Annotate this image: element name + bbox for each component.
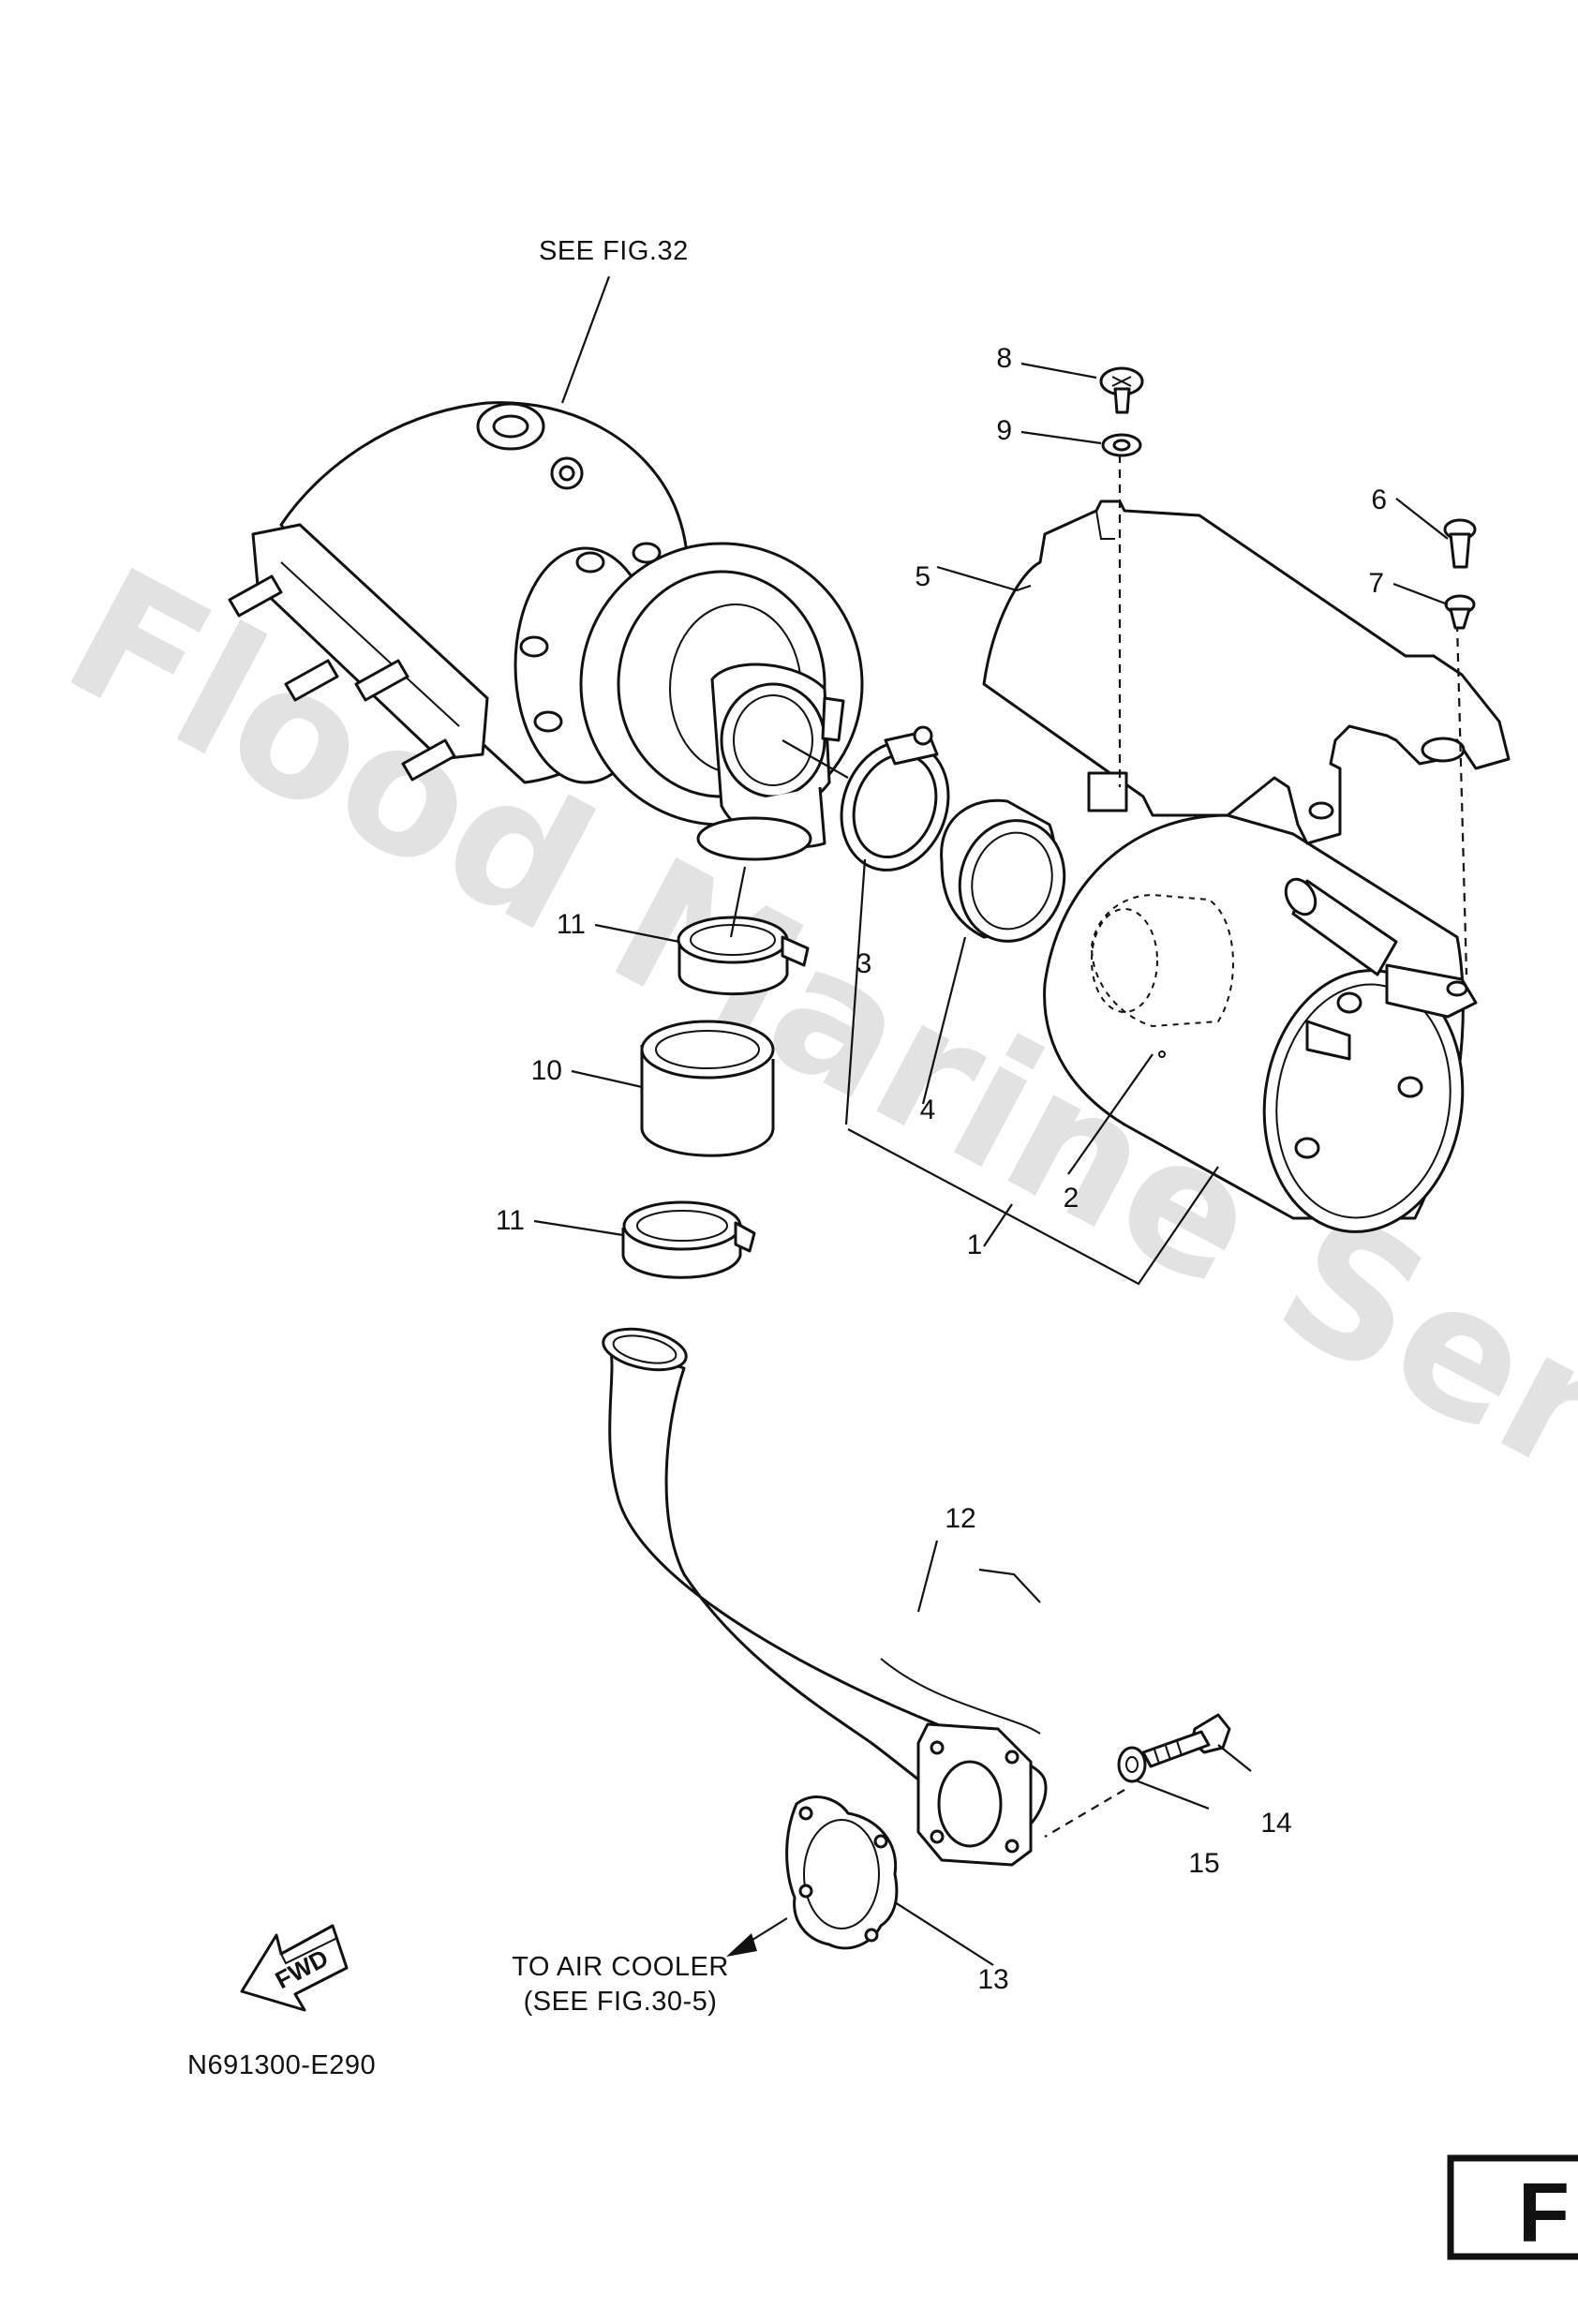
callout-4: 4 [920,1095,936,1125]
turbo-studs [228,574,456,782]
part-10-hose [640,1020,775,1157]
callout-8: 8 [996,343,1012,374]
callout-11-upper: 11 [557,909,586,940]
part-4-sleeve [940,798,1066,943]
part-11-clamp-upper [677,916,810,996]
air-cooler-reference: TO AIR COOLER (SEE FIG.30-5) [512,1917,788,2017]
drawing-code: N691300-E290 [187,2050,376,2080]
leader-3-dash [782,739,849,779]
air-cooler-arrow-head [726,1933,757,1957]
callout-2: 2 [1064,1183,1079,1214]
part-8-screw [1099,366,1144,414]
turbocharger-assembly [228,401,864,861]
callout-5: 5 [915,561,930,592]
air-cooler-line1: TO AIR COOLER [512,1952,729,1982]
see-fig32-label: SEE FIG.32 [539,236,689,266]
fwd-arrow-icon: FWD [240,1924,349,2012]
figure-number: F [1518,2167,1570,2260]
callout-14: 14 [1260,1808,1291,1839]
air-cooler-line2: (SEE FIG.30-5) [524,1987,718,2017]
dash-line-14 [1044,1789,1125,1838]
callout-1: 1 [967,1229,983,1260]
leader-lines [533,362,1449,1966]
part-13-gasket [785,1795,899,1950]
leader-11-turbo [729,866,747,938]
callout-13: 13 [977,1964,1008,1995]
part-12-pipe [602,1327,1048,1867]
callout-15: 15 [1188,1848,1219,1879]
part-15-washer [1117,1746,1147,1783]
callout-9: 9 [996,415,1012,446]
callout-12: 12 [945,1503,975,1534]
part-1-silencer [1043,813,1478,1233]
dash-line-6-7 [1455,622,1468,976]
callout-10: 10 [531,1055,562,1086]
part-7-collar [1444,594,1476,630]
callout-7: 7 [1368,568,1384,599]
part-5-cover [982,499,1511,845]
part-9-washer [1101,433,1142,457]
callout-6: 6 [1371,484,1387,515]
part-14-bolt [1141,1713,1231,1768]
figure-number-box: F [1447,2154,1578,2260]
part-11-clamp-lower [621,1200,756,1279]
part-3-hose-clamp [840,725,950,872]
callout-3: 3 [856,948,872,979]
part-6-grommet [1443,518,1477,569]
callout-11-lower: 11 [496,1205,525,1236]
leader-fig32 [560,276,611,404]
